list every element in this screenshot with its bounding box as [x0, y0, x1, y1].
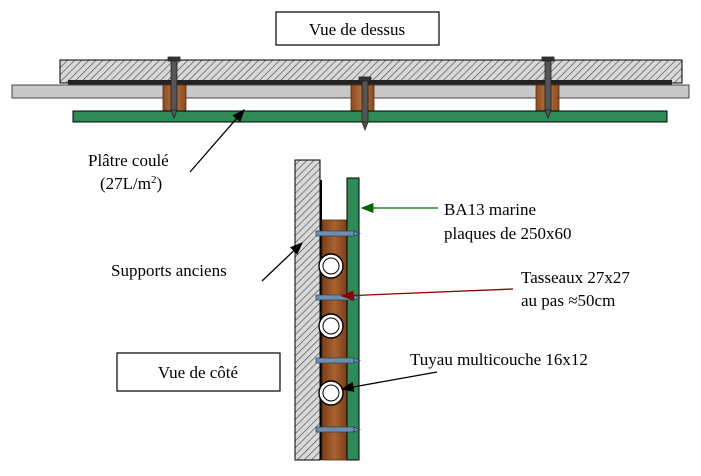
side-view-section: [294, 159, 361, 461]
pipe-icon: [318, 253, 344, 406]
screw-icon: [167, 56, 555, 132]
svg-text:au pas ≈50cm: au pas ≈50cm: [521, 291, 615, 310]
svg-text:Vue de côté: Vue de côté: [158, 363, 238, 382]
top-ba13-board: [72, 110, 668, 123]
side-view-title: Vue de côté: [116, 352, 281, 392]
svg-text:(27L/m2): (27L/m2): [100, 174, 162, 193]
svg-text:Tuyau multicouche 16x12: Tuyau multicouche 16x12: [410, 350, 588, 369]
svg-text:Plâtre coulé: Plâtre coulé: [88, 151, 169, 170]
svg-text:Tasseaux 27x27: Tasseaux 27x27: [521, 268, 630, 287]
battens-label: Tasseaux 27x27 au pas ≈50cm: [340, 268, 630, 310]
plaster-label: Plâtre coulé (27L/m2): [88, 109, 245, 193]
side-ba13-board: [346, 177, 360, 461]
side-old-support: [294, 159, 321, 461]
top-view-title: Vue de dessus: [275, 11, 440, 46]
svg-text:Vue de dessus: Vue de dessus: [309, 20, 405, 39]
ba13-label: BA13 marine plaques de 250x60: [360, 200, 571, 243]
screw-icon: [315, 230, 361, 433]
pipe-label: Tuyau multicouche 16x12: [340, 350, 588, 393]
svg-text:plaques de 250x60: plaques de 250x60: [444, 224, 571, 243]
svg-text:BA13 marine: BA13 marine: [444, 200, 536, 219]
old-supports-label: Supports anciens: [111, 242, 303, 282]
top-plaster-layer: [11, 84, 690, 99]
top-view-section: [11, 56, 690, 132]
svg-text:Supports anciens: Supports anciens: [111, 261, 227, 280]
